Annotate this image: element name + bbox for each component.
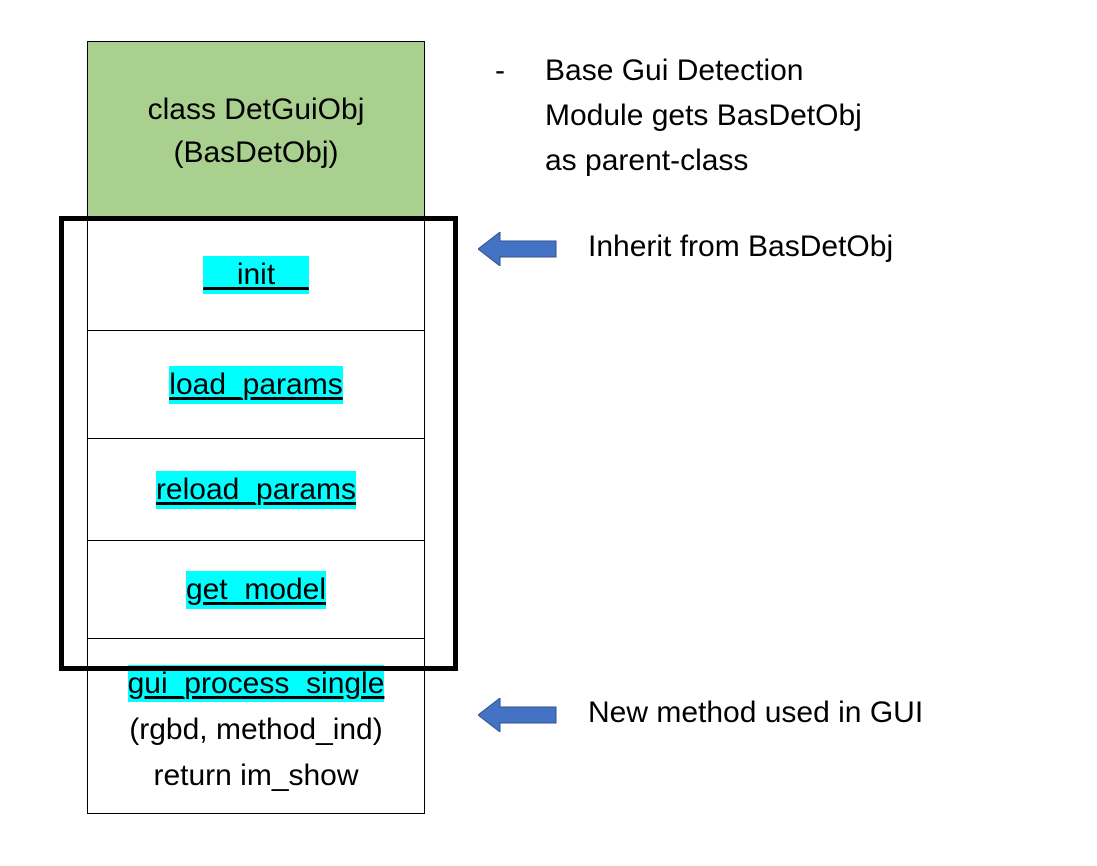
inherited-methods-outline: [59, 216, 458, 671]
method-return: return im_show: [153, 759, 359, 792]
method-cell-load-params: load_params: [88, 330, 424, 438]
class-diagram: class DetGuiObj (BasDetObj) __init__ loa…: [87, 41, 425, 814]
note-line-3: as parent-class: [545, 144, 749, 177]
method-reload-params: reload_params: [155, 470, 357, 509]
method-get-model: get_model: [185, 570, 327, 609]
method-gui-process-single: gui_process_single: [127, 665, 385, 702]
note-line-1: Base Gui Detection: [545, 54, 804, 87]
left-arrow-icon: [478, 698, 557, 732]
method-init: __init__: [203, 256, 309, 294]
inherit-label: Inherit from BasDetObj: [588, 230, 894, 263]
method-signature: (rgbd, method_ind): [129, 713, 383, 746]
method-load-params: load_params: [169, 365, 343, 404]
new-method-label: New method used in GUI: [588, 696, 924, 729]
left-arrow-icon: [478, 232, 557, 266]
note-bullet: -: [495, 54, 505, 87]
class-name: class DetGuiObj: [147, 92, 365, 126]
method-cell-get-model: get_model: [88, 540, 424, 638]
method-cell-init: __init__: [88, 219, 424, 330]
class-header: class DetGuiObj (BasDetObj): [88, 41, 424, 219]
note-line-2: Module gets BasDetObj: [545, 99, 862, 132]
method-cell-gui-process-single: gui_process_single (rgbd, method_ind) re…: [88, 638, 424, 813]
parent-class: (BasDetObj): [173, 135, 339, 169]
method-cell-reload-params: reload_params: [88, 438, 424, 540]
